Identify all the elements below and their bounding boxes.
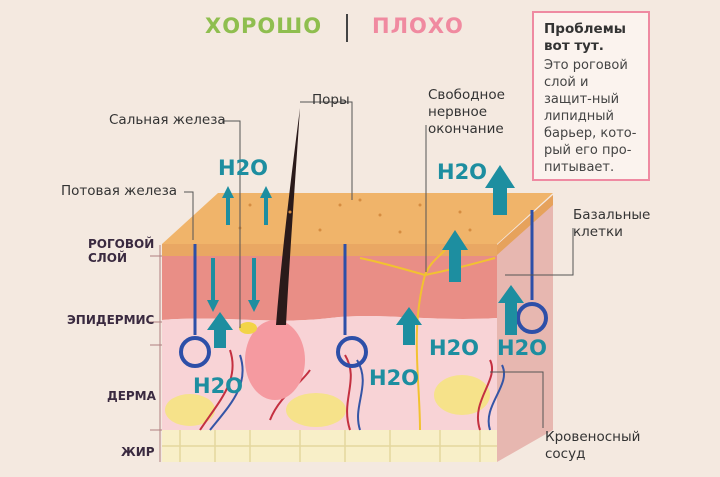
block-side-stratum xyxy=(497,195,553,255)
layer-stratum-line2: СЛОЙ xyxy=(88,251,128,265)
h2o-label: H2O xyxy=(369,366,420,390)
thin-arrows xyxy=(207,186,272,312)
h2o-label: H2O xyxy=(218,156,269,180)
leader-pores xyxy=(300,101,353,200)
blood-vessels xyxy=(199,349,493,431)
h2o-label: H2O xyxy=(193,374,244,398)
label-vessel-line2: сосуд xyxy=(545,446,586,462)
note-title: Проблемы вот тут. xyxy=(544,21,626,54)
leader-basal xyxy=(505,228,574,276)
label-sebaceous-gland: Сальная железа xyxy=(109,112,226,128)
label-sweat-gland: Потовая железа xyxy=(61,183,178,199)
thick-arrows xyxy=(207,165,524,348)
nerve-fibers xyxy=(359,249,496,431)
sweat-gland-coil xyxy=(179,336,211,368)
leader-sebaceous xyxy=(222,120,241,328)
label-pores: Поры xyxy=(312,92,350,108)
blood-vessels-blue xyxy=(209,354,505,431)
h2o-label: H2O xyxy=(437,160,488,184)
problem-note-box: Проблемы вот тут. Это роговой слой и защ… xyxy=(532,11,650,181)
label-nerve-line2: нервное xyxy=(428,104,488,120)
leader-vessel xyxy=(490,371,544,428)
layer-dermis: ДЕРМА xyxy=(107,389,156,403)
h2o-label: H2O xyxy=(497,336,548,360)
title-separator xyxy=(346,14,348,42)
label-nerve-line3: окончание xyxy=(428,121,504,137)
fat-cells-lines xyxy=(162,430,497,462)
label-nerve-line1: Свободное xyxy=(428,87,505,103)
leader-sweat xyxy=(184,191,194,240)
hair-bulb xyxy=(245,320,305,400)
layer-stratum-line1: РОГОВОЙ xyxy=(88,237,155,251)
layer-bracket xyxy=(150,245,162,462)
label-basal-line2: клетки xyxy=(573,224,623,240)
fat-blob xyxy=(286,393,346,427)
label-vessel-line1: Кровеносный xyxy=(545,429,641,445)
sweat-gland-coil xyxy=(516,302,548,334)
sebaceous-gland xyxy=(239,322,257,334)
fat-blob xyxy=(165,394,215,426)
h2o-label: H2O xyxy=(429,336,480,360)
bad-title: ПЛОХО xyxy=(372,14,464,38)
note-text: Это роговой слой и защит-ный липидный ба… xyxy=(544,58,637,175)
fat-blob xyxy=(434,375,490,415)
good-title: ХОРОШО xyxy=(205,14,323,38)
layer-fat: ЖИР xyxy=(121,445,155,459)
stratum-front xyxy=(162,244,497,256)
hair-shaft xyxy=(276,108,300,325)
layer-epidermis: ЭПИДЕРМИС xyxy=(67,313,155,327)
label-basal-line1: Базальные xyxy=(573,207,651,223)
sweat-gland-coil xyxy=(336,336,368,368)
